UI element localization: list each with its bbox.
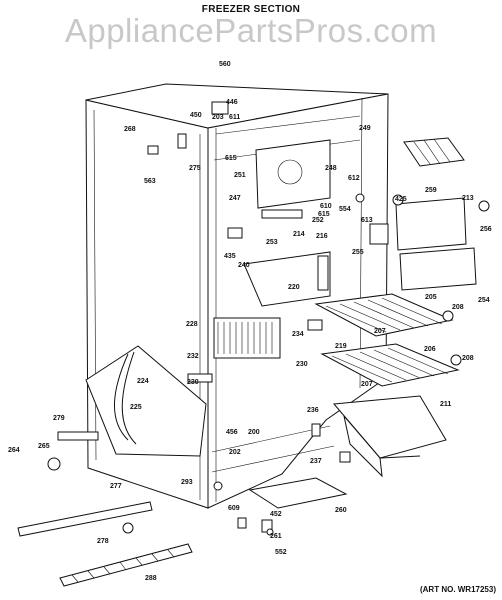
callout-label: 236 <box>307 407 319 414</box>
callout-label: 552 <box>275 549 287 556</box>
evaporator-coil <box>213 317 281 359</box>
icemaker-cover <box>395 197 477 291</box>
ice-bucket <box>332 395 447 478</box>
callout-label: 247 <box>229 195 241 202</box>
callout-label: 219 <box>335 343 347 350</box>
callout-label: 207 <box>361 381 373 388</box>
callout-label: 254 <box>478 297 490 304</box>
callout-label: 230 <box>296 361 308 368</box>
watermark: AppliancePartsPros.com <box>64 12 438 49</box>
callout-label: 288 <box>145 575 157 582</box>
callout-label: 609 <box>228 505 240 512</box>
callout-label: 435 <box>224 253 236 260</box>
callout-label: 259 <box>425 187 437 194</box>
callout-label: 234 <box>292 331 304 338</box>
insulation-cutaway <box>85 345 207 457</box>
callout-label: 264 <box>8 447 20 454</box>
drain-trough <box>248 477 348 509</box>
callout-label: 256 <box>480 226 492 233</box>
callout-label: 232 <box>187 353 199 360</box>
callout-label: 240 <box>238 262 250 269</box>
callout-label: 202 <box>229 449 241 456</box>
callout-label: 446 <box>226 99 238 106</box>
callout-label: 260 <box>335 507 347 514</box>
callout-label: 425 <box>395 196 407 203</box>
callout-label: 450 <box>190 112 202 119</box>
callout-label: 560 <box>219 61 231 68</box>
callout-label: 208 <box>452 304 464 311</box>
callout-label: 255 <box>352 249 364 256</box>
fan-shroud <box>255 139 331 209</box>
callout-label: 200 <box>248 429 260 436</box>
callout-label: 452 <box>270 511 282 518</box>
callout-label: 279 <box>53 415 65 422</box>
callout-label: 211 <box>440 401 451 408</box>
callout-label: 237 <box>310 458 322 465</box>
art-number: (ART NO. WR17253) <box>419 585 496 594</box>
callout-label: 248 <box>325 165 337 172</box>
callout-label: 456 <box>226 429 238 436</box>
base-grille <box>59 543 193 587</box>
callout-label: 268 <box>124 126 136 133</box>
callout-label: 275 <box>189 165 201 172</box>
callout-label: 213 <box>462 195 474 202</box>
wire-shelf-lower <box>320 343 460 387</box>
callout-labels: 560 446 450 203 611 268 615 275 251 563 … <box>8 61 492 582</box>
callout-label: 252 <box>312 217 324 224</box>
callout-label: 249 <box>359 125 371 132</box>
callout-label: 610 <box>320 203 332 210</box>
callout-label: 563 <box>144 178 156 185</box>
callout-label: 554 <box>339 206 351 213</box>
callout-label: 615 <box>318 211 330 218</box>
ice-tray <box>403 137 465 167</box>
callout-label: 293 <box>181 479 193 486</box>
callout-label: 615 <box>225 155 237 162</box>
callout-label: 206 <box>424 346 436 353</box>
callout-label: 228 <box>186 321 198 328</box>
callout-label: 230 <box>187 379 199 386</box>
callout-label: 251 <box>234 172 246 179</box>
callout-label: 611 <box>229 114 240 121</box>
diagram-title: FREEZER SECTION <box>201 4 301 15</box>
callout-label: 220 <box>288 284 300 291</box>
callout-label: 278 <box>97 538 109 545</box>
callout-label: 253 <box>266 239 278 246</box>
callout-label: 208 <box>462 355 474 362</box>
callout-label: 205 <box>425 294 437 301</box>
callout-label: 214 <box>293 231 305 238</box>
back-panel <box>243 251 331 307</box>
callout-label: 207 <box>374 328 386 335</box>
small-parts <box>47 101 490 536</box>
callout-label: 225 <box>130 404 142 411</box>
callout-label: 216 <box>316 233 328 240</box>
callout-label: 613 <box>361 217 373 224</box>
callout-label: 261 <box>270 533 282 540</box>
kick-plate <box>17 501 153 537</box>
callout-label: 224 <box>137 378 149 385</box>
callout-label: 203 <box>212 114 224 121</box>
callout-label: 277 <box>110 483 122 490</box>
wire-shelf-upper <box>314 293 454 337</box>
callout-label: 612 <box>348 175 360 182</box>
callout-label: 265 <box>38 443 50 450</box>
